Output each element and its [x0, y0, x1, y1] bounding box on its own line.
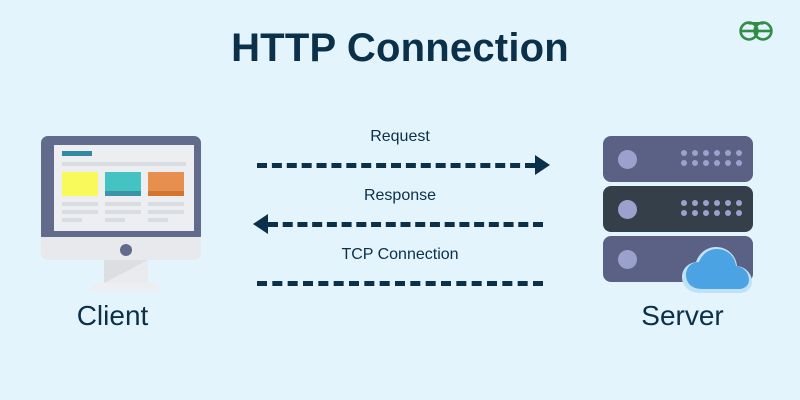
server-illustration	[603, 136, 758, 293]
flow-response: Response	[250, 187, 550, 237]
arrow-right-icon	[535, 155, 550, 175]
flow-tcp-label: TCP Connection	[341, 246, 459, 263]
screen-text-line	[62, 162, 186, 166]
screen-text-line	[105, 210, 141, 214]
page-title: HTTP Connection	[231, 26, 569, 70]
flow-tcp-line	[257, 281, 543, 286]
monitor-base	[87, 283, 164, 291]
server-unit-top	[603, 136, 753, 182]
monitor-power-button[interactable]	[119, 244, 132, 256]
geeksforgeeks-logo[interactable]	[734, 14, 778, 48]
card-strip	[148, 191, 184, 196]
screen-card-orange	[148, 172, 184, 196]
screen-text-line	[148, 210, 184, 214]
arrow-left-icon	[253, 214, 268, 234]
screen-card-teal	[105, 172, 141, 196]
screen-heading-bar	[62, 151, 92, 156]
monitor-screen	[54, 145, 194, 231]
screen-text-line	[105, 218, 125, 222]
monitor-stand	[103, 260, 148, 283]
screen-text-line	[62, 202, 98, 206]
server-led-icon	[618, 200, 637, 219]
flow-tcp-connection: TCP Connection	[250, 246, 550, 296]
flow-request-label: Request	[370, 128, 430, 145]
flow-request-line	[257, 163, 535, 168]
screen-text-line	[148, 218, 168, 222]
flow-response-line	[268, 222, 543, 227]
server-dot-grid	[681, 200, 743, 220]
server-led-icon	[618, 250, 637, 269]
screen-text-line	[62, 218, 82, 222]
screen-card-yellow	[62, 172, 98, 196]
screen-text-line	[105, 202, 141, 206]
flow-response-label: Response	[363, 187, 437, 204]
cloud-icon	[682, 247, 752, 293]
server-label: Server	[641, 300, 724, 331]
server-dot-grid	[681, 150, 743, 170]
monitor-bezel	[41, 136, 201, 239]
flow-arrows-group: Request Response TCP Connection	[250, 128, 550, 303]
card-strip	[105, 191, 141, 196]
screen-text-line	[62, 210, 98, 214]
server-led-icon	[618, 150, 637, 169]
screen-text-line	[148, 202, 184, 206]
server-unit-middle	[603, 186, 753, 232]
flow-request: Request	[250, 128, 550, 178]
client-label: Client	[76, 300, 149, 331]
client-illustration	[38, 136, 213, 291]
